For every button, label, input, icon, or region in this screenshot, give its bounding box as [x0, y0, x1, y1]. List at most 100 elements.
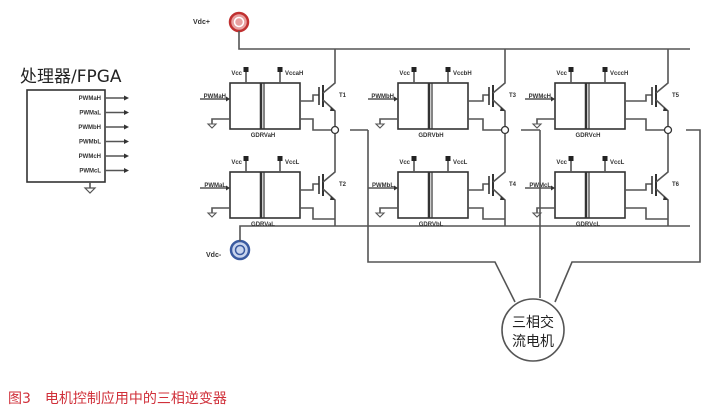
- processor-ground-icon: [83, 182, 97, 194]
- vboot-terminal-icon: [445, 156, 451, 161]
- vboot-terminal-icon: [445, 67, 451, 72]
- vcc-label: Vcc: [231, 71, 242, 77]
- emitter-return-wire: [300, 207, 335, 220]
- processor-output-label: PWMbL: [79, 140, 101, 146]
- transistor-label: T4: [509, 182, 517, 188]
- igbt-collector: [655, 160, 669, 183]
- igbt-collector: [322, 71, 336, 94]
- emitter-arrow-icon: [500, 107, 505, 111]
- vdc-plus-label: Vdc+: [193, 19, 210, 26]
- emitter-arrow-icon: [663, 107, 668, 111]
- vcc-terminal-icon: [568, 67, 574, 72]
- positive-rail: [238, 31, 690, 50]
- processor-output-label: PWMcH: [79, 154, 101, 160]
- arrow-icon: [124, 95, 129, 101]
- transistor-label: T2: [339, 182, 347, 188]
- igbt-collector: [655, 71, 669, 94]
- arrow-icon: [226, 96, 230, 102]
- arrow-icon: [551, 96, 555, 102]
- transistor-label: T1: [339, 93, 347, 99]
- vcc-terminal-icon: [243, 67, 249, 72]
- vcc-terminal-icon: [568, 156, 574, 161]
- igbt-collector: [322, 160, 336, 183]
- gate-driver-box: [554, 171, 626, 219]
- igbt-collector: [492, 160, 506, 183]
- emitter-return-wire: [468, 207, 505, 220]
- arrow-icon: [394, 96, 398, 102]
- vcc-label: Vcc: [556, 71, 567, 77]
- ground-icon: [206, 212, 218, 218]
- gate-wire: [625, 94, 652, 102]
- arrow-icon: [124, 168, 129, 173]
- vcc-label: Vcc: [556, 160, 567, 166]
- processor-output-label: PWMcL: [79, 169, 101, 175]
- gate-driver-box: [229, 82, 301, 130]
- motor-label-line2: 流电机: [512, 334, 554, 350]
- emitter-arrow-icon: [500, 196, 505, 200]
- phase-node: [500, 125, 510, 135]
- arrow-icon: [124, 153, 129, 159]
- arrow-icon: [394, 185, 398, 191]
- vdc-minus-terminal: Vdc-: [206, 239, 251, 261]
- ground-icon: [531, 212, 543, 218]
- ground-icon: [206, 123, 218, 129]
- vcc-terminal-icon: [411, 67, 417, 72]
- ground-icon: [531, 123, 543, 129]
- gate-driver-box: [229, 171, 301, 219]
- negative-rail: [239, 225, 690, 241]
- ground-wire: [211, 118, 230, 124]
- figure-text: 电机控制应用中的三相逆变器: [44, 391, 227, 407]
- processor-output-label: PWMaL: [79, 111, 101, 117]
- vdc-minus-label: Vdc-: [206, 252, 222, 259]
- ground-wire: [211, 207, 230, 213]
- phase-node: [330, 125, 340, 135]
- arrow-icon: [551, 185, 555, 191]
- pwm-input-label: PWMaH: [204, 94, 226, 100]
- gate-wire: [300, 183, 319, 191]
- gate-wire: [468, 183, 489, 191]
- gate-driver-box: [554, 82, 626, 130]
- emitter-arrow-icon: [663, 196, 668, 200]
- vboot-label: VccaH: [285, 71, 303, 77]
- driver-name-label: GDRVbL: [419, 222, 444, 228]
- processor-title: 处理器/FPGA: [20, 67, 122, 87]
- emitter-return-wire: [300, 118, 335, 131]
- vcc-label: Vcc: [399, 71, 410, 77]
- vboot-terminal-icon: [602, 156, 608, 161]
- phase-a-wire: [367, 130, 516, 303]
- driver-name-label: GDRVbH: [418, 133, 443, 139]
- ground-wire: [379, 207, 398, 213]
- driver-name-label: GDRVaL: [251, 222, 275, 228]
- emitter-return-wire: [625, 207, 668, 220]
- ground-icon: [374, 212, 386, 218]
- arrow-icon: [124, 139, 129, 144]
- arrow-icon: [124, 124, 129, 130]
- emitter-return-wire: [468, 118, 505, 131]
- vcc-label: Vcc: [231, 160, 242, 166]
- ground-icon: [374, 123, 386, 129]
- arrow-icon: [226, 185, 230, 191]
- transistor-label: T3: [509, 93, 517, 99]
- transistor-label: T5: [672, 93, 680, 99]
- vcc-terminal-icon: [411, 156, 417, 161]
- gate-wire: [625, 183, 652, 191]
- processor-block: [26, 89, 106, 183]
- processor-output-label: PWMbH: [78, 125, 101, 131]
- arrow-icon: [124, 110, 129, 115]
- vboot-terminal-icon: [602, 67, 608, 72]
- vboot-label: VccL: [453, 160, 468, 166]
- ground-wire: [379, 118, 398, 124]
- pwm-input-label: PWMcH: [529, 94, 551, 100]
- ground-wire: [536, 207, 555, 213]
- vcc-terminal-icon: [243, 156, 249, 161]
- gate-wire: [300, 94, 319, 102]
- pwm-input-label: PWMaL: [204, 183, 226, 189]
